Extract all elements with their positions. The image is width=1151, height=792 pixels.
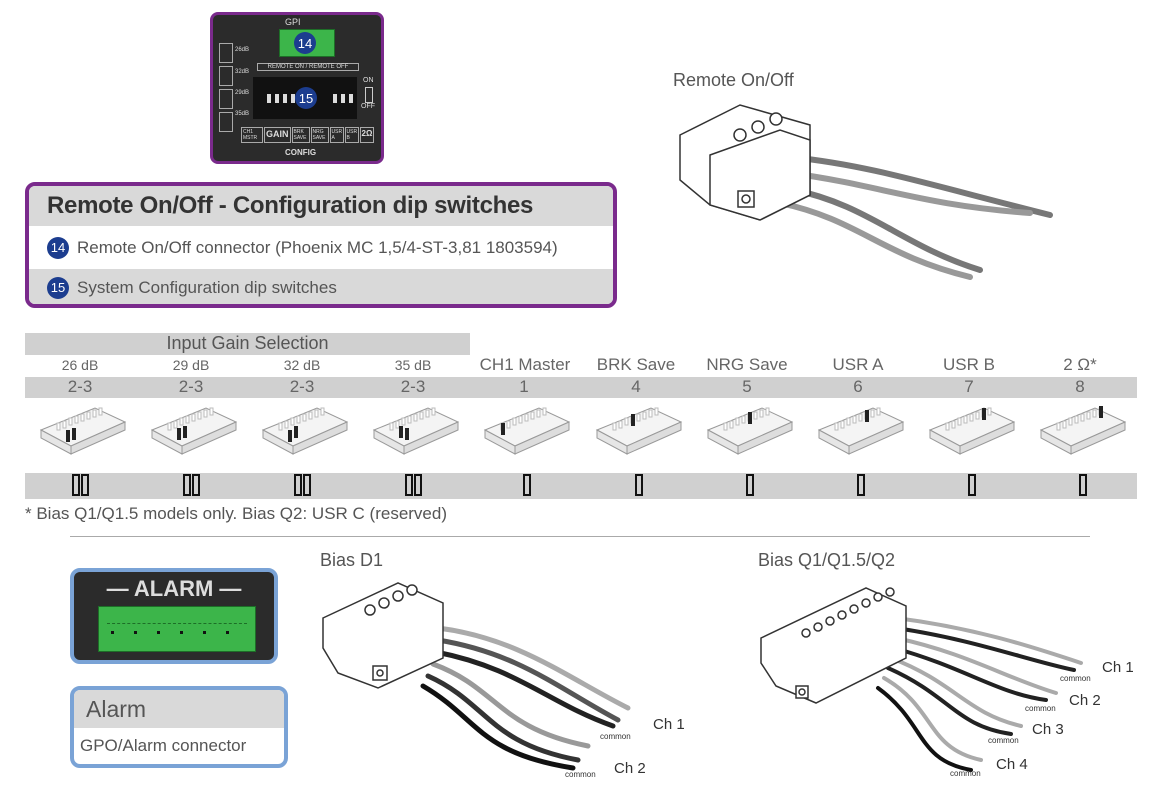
label-32db: 32dB <box>235 69 250 75</box>
on-label: ON <box>363 77 374 84</box>
alarm-panel-photo: — ALARM — <box>70 568 278 664</box>
dip-35db <box>373 407 459 496</box>
bias-d1-common-1: common <box>600 732 631 741</box>
col-35db-label: 35 dB <box>394 357 432 373</box>
dip-nrg-save <box>707 407 793 496</box>
on-off-indicator <box>365 87 373 103</box>
col-nrg-save-label: NRG Save <box>706 355 788 374</box>
col-usr-b-label: USR B <box>943 355 995 374</box>
gpi-connector: 14 <box>279 29 335 57</box>
col-29db-switch: 2-3 <box>178 377 204 396</box>
footnote: * Bias Q1/Q1.5 models only. Bias Q2: USR… <box>25 504 448 523</box>
bias-q-ch1: Ch 1 <box>1102 659 1134 676</box>
section-divider <box>70 536 1090 537</box>
alarm-info-box: Alarm GPO/Alarm connector <box>70 686 288 768</box>
alarm-subtitle: GPO/Alarm connector <box>80 736 247 755</box>
remote-connector-illustration <box>679 104 1053 280</box>
remote-on-off-label: REMOTE ON / REMOTE OFF <box>257 63 359 71</box>
bias-d1-ch2: Ch 2 <box>614 760 646 777</box>
bias-q-common-4: common <box>950 769 981 778</box>
label-35db: 35dB <box>235 111 250 117</box>
dip-ch1-master <box>484 407 570 496</box>
col-usr-a-label: USR A <box>832 355 884 374</box>
off-label: OFF <box>361 103 375 110</box>
col-35db-switch: 2-3 <box>400 377 426 396</box>
dip-32db <box>262 407 348 496</box>
col-32db-label: 32 dB <box>283 357 321 373</box>
bias-d1-common-2: common <box>565 770 596 779</box>
bias-d1-ch1: Ch 1 <box>653 716 685 733</box>
bias-q-ch4: Ch 4 <box>996 756 1028 773</box>
dip-columns: 26 dB 29 dB 32 dB 35 dB CH1 Master BRK S… <box>25 355 1137 505</box>
bias-q-ch2: Ch 2 <box>1069 692 1101 709</box>
dip-26db <box>40 407 126 496</box>
switch-number-band <box>25 377 1137 398</box>
col-ch1-master-label: CH1 Master <box>479 355 571 374</box>
gpi-panel-photo: GPI 14 REMOTE ON / REMOTE OFF 15 ON OFF … <box>210 12 384 164</box>
bias-d1-label: Bias D1 <box>320 550 384 570</box>
col-26db-switch: 2-3 <box>67 377 93 396</box>
info-box-title: Remote On/Off - Configuration dip switch… <box>29 186 613 226</box>
col-32db-switch: 2-3 <box>289 377 315 396</box>
bias-q-common-2: common <box>1025 704 1056 713</box>
col-brk-save-label: BRK Save <box>596 355 676 374</box>
badge-14: 14 <box>294 32 316 54</box>
cfg-gain: GAIN <box>264 127 291 143</box>
bias-q-connector-illustration <box>760 587 1083 772</box>
remote-config-info-box: Remote On/Off - Configuration dip switch… <box>25 182 617 308</box>
info-row-14: 14 Remote On/Off connector (Phoenix MC 1… <box>29 226 613 266</box>
gain-group-band <box>25 333 470 355</box>
alarm-title: Alarm <box>74 690 284 728</box>
dip-2ohm <box>1040 406 1126 496</box>
cfg-usra: USR A <box>329 127 344 143</box>
remote-on-off-figure-label: Remote On/Off <box>673 70 794 90</box>
cfg-usrb: USR B <box>344 127 359 143</box>
left-switch-labels <box>219 43 233 132</box>
col-2ohm-switch: 8 <box>1075 377 1085 396</box>
col-2ohm-label: 2 Ω* <box>1063 355 1097 374</box>
alarm-panel-label: — ALARM — <box>106 576 242 601</box>
cfg-ch1: CH1 MSTR <box>241 127 263 143</box>
col-brk-switch: 4 <box>631 377 641 396</box>
info-row-14-text: Remote On/Off connector (Phoenix MC 1,5/… <box>77 237 558 257</box>
dip-switch-illustrations <box>40 406 1126 496</box>
col-26db-label: 26 dB <box>61 357 99 373</box>
gpi-label: GPI <box>285 17 301 27</box>
cfg-brk: BRK SAVE <box>291 127 310 143</box>
bias-q-label: Bias Q1/Q1.5/Q2 <box>758 550 896 570</box>
cfg-nrg: NRG SAVE <box>310 127 329 143</box>
col-nrg-switch: 5 <box>742 377 752 396</box>
dip-usr-a <box>818 407 904 496</box>
info-row-15-text: System Configuration dip switches <box>77 277 337 297</box>
badge-14-legend: 14 <box>47 236 69 259</box>
input-gain-selection-header: Input Gain Selection <box>166 333 329 353</box>
bias-q-ch3: Ch 3 <box>1032 721 1064 738</box>
col-ch1-switch: 1 <box>519 377 529 396</box>
badge-15: 15 <box>295 87 317 109</box>
dip-brk-save <box>596 407 682 496</box>
switch-position-band <box>25 473 1137 499</box>
bias-q-common-3: common <box>988 736 1019 745</box>
dip-29db <box>151 407 237 496</box>
dip-switch-block: 15 <box>253 77 357 119</box>
bias-d1-connector-illustration <box>322 582 631 771</box>
bias-q-common-1: common <box>1060 674 1091 683</box>
cfg-2ohm: 2Ω <box>359 127 375 143</box>
label-29db: 29dB <box>235 90 250 96</box>
col-29db-label: 29 dB <box>172 357 210 373</box>
bottom-config-labels: CH1 MSTR GAIN BRK SAVE NRG SAVE USR A US… <box>241 127 375 143</box>
alarm-connector <box>98 606 256 652</box>
dip-usr-b <box>929 407 1015 496</box>
col-usrb-switch: 7 <box>964 377 974 396</box>
info-row-15: 15 System Configuration dip switches <box>29 266 613 304</box>
badge-15-legend: 15 <box>47 276 69 299</box>
config-label: CONFIG <box>285 148 317 157</box>
label-26db: 26dB <box>235 47 250 53</box>
col-usra-switch: 6 <box>853 377 863 396</box>
